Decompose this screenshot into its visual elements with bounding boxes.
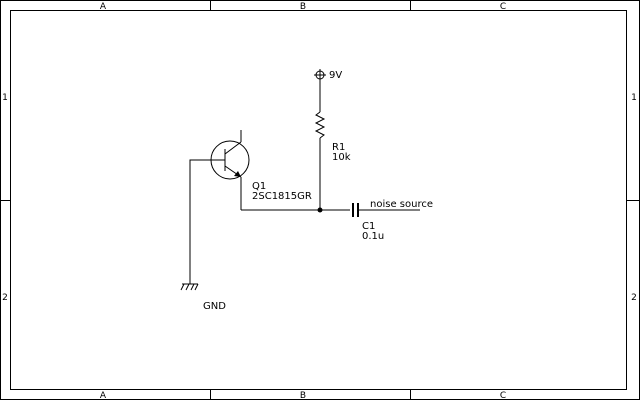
c1-ref-label: C1: [362, 221, 375, 232]
capacitor-c1[interactable]: [352, 203, 359, 217]
junction-dot: [317, 207, 323, 213]
resistor-r1[interactable]: [314, 79, 326, 210]
r1-ref-label: R1: [332, 142, 345, 153]
zone-label-col-a-bottom: A: [100, 391, 107, 400]
transistor-q1[interactable]: [210, 130, 250, 210]
zone-label-col-c-top: C: [500, 2, 506, 12]
zone-label-col-c-bottom: C: [500, 391, 506, 400]
zone-label-row-2-right: 2: [631, 293, 637, 303]
zone-label-col-b-bottom: B: [300, 391, 306, 400]
zone-label-col-a-top: A: [100, 2, 107, 12]
ground-symbol[interactable]: [180, 283, 199, 291]
c1-value-label: 0.1u: [362, 231, 384, 242]
output-net-label: noise source: [370, 199, 433, 210]
zone-label-col-b-top: B: [300, 2, 306, 12]
zone-label-row-1-left: 1: [2, 93, 8, 103]
q1-ref-label: Q1: [252, 181, 266, 192]
supply-label: 9V: [329, 70, 342, 81]
wire-base-to-ground[interactable]: [189, 159, 225, 284]
r1-value-label: 10k: [332, 152, 351, 163]
sheet-inner-border: [10, 10, 627, 390]
q1-emitter-arrow: [234, 171, 241, 177]
ground-label: GND: [203, 301, 226, 312]
q1-value-label: 2SC1815GR: [252, 191, 312, 202]
zone-label-row-1-right: 1: [631, 93, 637, 103]
zone-label-row-2-left: 2: [2, 293, 8, 303]
